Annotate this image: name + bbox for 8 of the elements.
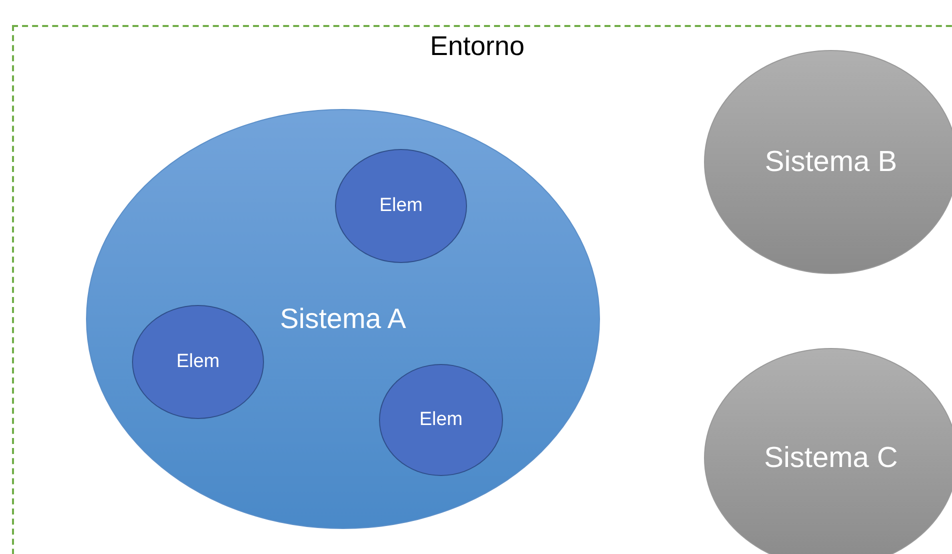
node-label: Elem	[419, 409, 463, 431]
node-label: Sistema B	[764, 146, 898, 178]
environment-boundary	[12, 25, 952, 554]
node-label: Entorno	[430, 31, 525, 62]
node-label: Elem	[176, 351, 220, 373]
node-label: Sistema A	[280, 303, 406, 335]
node-label: Sistema C	[764, 442, 898, 474]
node-label: Elem	[379, 195, 423, 217]
